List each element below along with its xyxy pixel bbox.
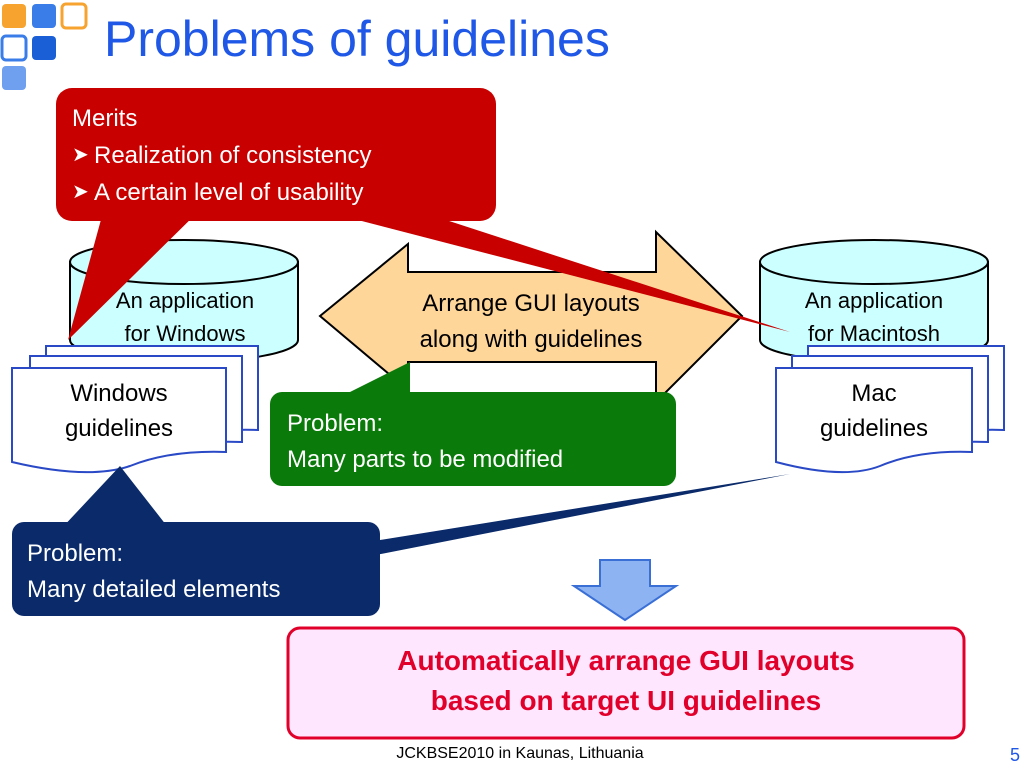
mac-app-label: An application for Macintosh bbox=[774, 284, 974, 350]
bullet-arrowhead-icon: ➤ bbox=[72, 181, 89, 203]
mac-app-line: An application bbox=[804, 288, 944, 313]
problem-green-line: Problem: bbox=[287, 410, 384, 437]
center-arrow-line: Arrange GUI layouts bbox=[422, 290, 640, 317]
problem-navy-line: Many detailed elements bbox=[27, 576, 281, 603]
mac-guidelines-line: Mac bbox=[851, 380, 897, 407]
result-line: based on target UI guidelines bbox=[430, 685, 822, 716]
slide-title: Problems of guidelines bbox=[104, 11, 610, 67]
center-arrow-label: Arrange GUI layouts along with guideline… bbox=[366, 286, 696, 358]
windows-guidelines-label: Windows guidelines bbox=[14, 376, 224, 446]
mac-guidelines-label: Mac guidelines bbox=[778, 376, 970, 446]
result-box bbox=[286, 626, 966, 740]
problem-navy-callout bbox=[12, 466, 790, 616]
merits-item: ➤ Realization of consistency bbox=[72, 137, 492, 174]
center-arrow-line: along with guidelines bbox=[419, 326, 643, 353]
slide-logo-squares bbox=[0, 2, 88, 90]
mac-app-line: for Macintosh bbox=[807, 321, 941, 346]
windows-app-line: An application bbox=[115, 288, 255, 313]
footer-text: JCKBSE2010 in Kaunas, Lithuania bbox=[396, 745, 644, 762]
problem-green-text: Problem: Many parts to be modified bbox=[287, 406, 677, 478]
problem-navy-line: Problem: bbox=[27, 540, 124, 567]
mac-guidelines-line: guidelines bbox=[819, 415, 929, 442]
problem-green-callout bbox=[270, 362, 676, 486]
merits-heading: Merits bbox=[72, 105, 138, 132]
windows-guidelines-line: Windows bbox=[70, 380, 168, 407]
windows-app-line: for Windows bbox=[124, 321, 246, 346]
merits-content: Merits ➤ Realization of consistency ➤ A … bbox=[72, 100, 492, 211]
windows-app-label: An application for Windows bbox=[90, 284, 280, 350]
merits-callout-box bbox=[56, 88, 496, 221]
merits-item-text: Realization of consistency bbox=[94, 142, 372, 169]
down-arrow-icon bbox=[570, 559, 680, 622]
mac-guidelines-doc-stack bbox=[775, 345, 1005, 474]
problem-green-line: Many parts to be modified bbox=[287, 446, 564, 473]
mac-app-database bbox=[759, 239, 989, 363]
problem-navy-text: Problem: Many detailed elements bbox=[27, 536, 377, 608]
bullet-arrowhead-icon: ➤ bbox=[72, 144, 89, 166]
windows-guidelines-line: guidelines bbox=[64, 415, 174, 442]
page-number: 5 bbox=[1009, 745, 1020, 765]
merits-item: ➤ A certain level of usability bbox=[72, 174, 492, 211]
result-line: Automatically arrange GUI layouts bbox=[397, 645, 855, 676]
windows-guidelines-doc-stack bbox=[11, 345, 259, 474]
merits-callout-pointers bbox=[68, 205, 790, 340]
result-text: Automatically arrange GUI layouts based … bbox=[296, 641, 956, 721]
merits-item-text: A certain level of usability bbox=[94, 179, 364, 206]
